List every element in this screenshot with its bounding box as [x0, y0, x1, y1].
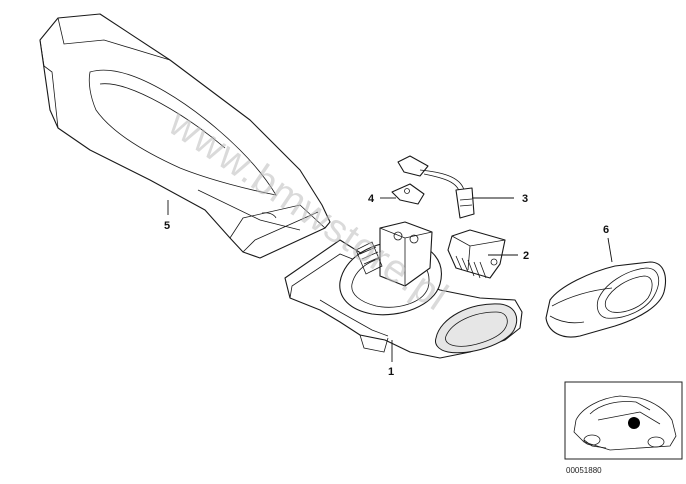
diagram-number: 00051880	[566, 466, 602, 475]
callout-2[interactable]: 2	[523, 250, 529, 262]
leader-lines	[167, 197, 613, 362]
callout-1[interactable]: 1	[388, 366, 394, 378]
connector-cable-part-3[interactable]	[397, 155, 475, 219]
callout-3[interactable]: 3	[522, 193, 528, 205]
vehicle-location-thumbnail	[564, 381, 683, 460]
blower-housing-part-1[interactable]	[284, 221, 523, 359]
location-marker-icon	[628, 417, 640, 429]
duct-outlet-part-6[interactable]	[545, 261, 667, 338]
car-outline-icon	[573, 395, 677, 451]
clip-part-4[interactable]	[391, 183, 425, 205]
callout-6[interactable]: 6	[603, 224, 609, 236]
air-duct-part-5[interactable]	[39, 13, 331, 259]
resistor-part-2[interactable]	[447, 229, 506, 279]
callout-4[interactable]: 4	[368, 193, 375, 205]
callout-5[interactable]: 5	[164, 220, 170, 232]
